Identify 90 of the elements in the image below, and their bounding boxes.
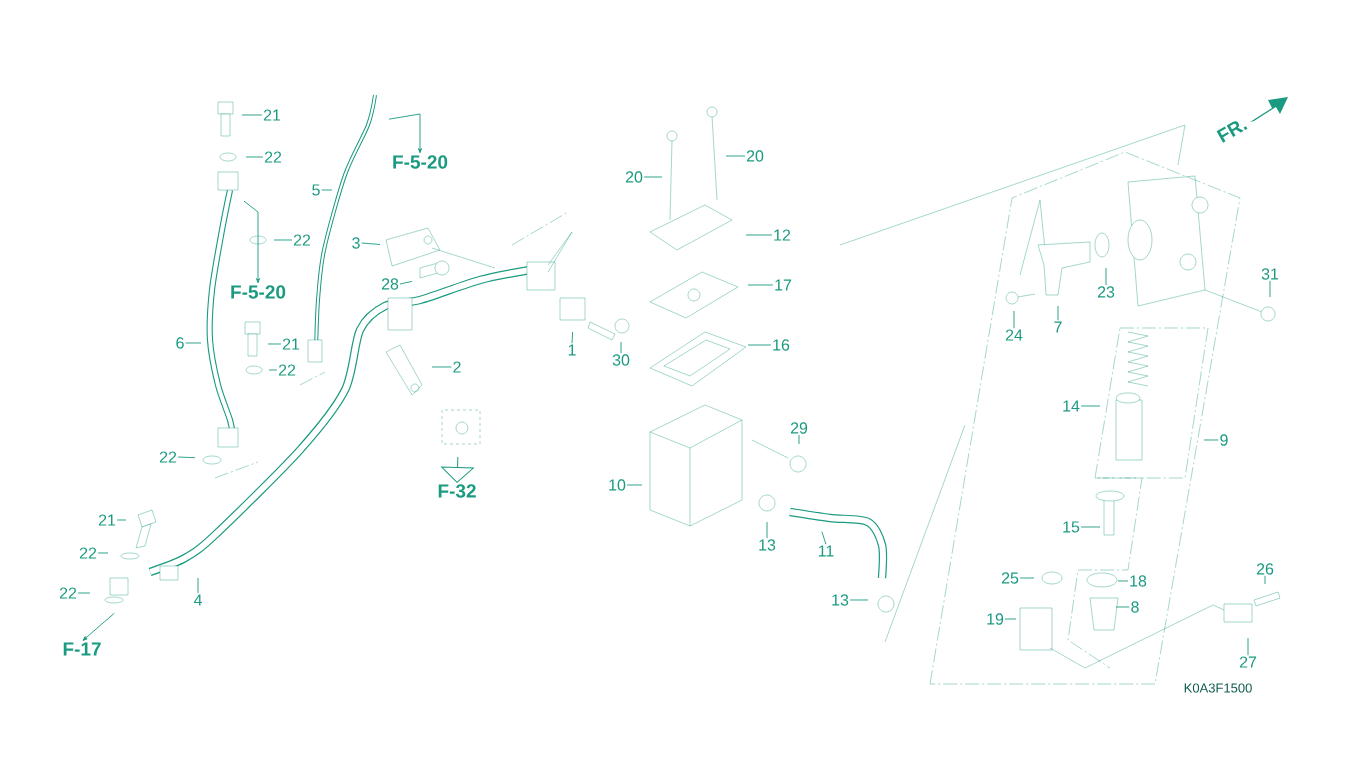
leader-line bbox=[821, 531, 827, 545]
callout-number: 12 bbox=[774, 229, 791, 241]
leader-line bbox=[798, 434, 800, 445]
leader-line bbox=[1004, 618, 1017, 620]
callout-number: 9 bbox=[1220, 434, 1228, 446]
callout-number: 22 bbox=[293, 234, 311, 246]
callout-number: 29 bbox=[790, 422, 808, 434]
leader-line bbox=[241, 114, 263, 116]
callout-number: 4 bbox=[193, 594, 202, 606]
leader-line bbox=[626, 484, 643, 486]
leader-line bbox=[245, 156, 264, 158]
leader-line bbox=[1080, 405, 1101, 407]
leader-line bbox=[1115, 606, 1130, 608]
callout-number: 23 bbox=[1097, 286, 1115, 298]
callout-number: 18 bbox=[1130, 575, 1147, 587]
callout-number: 15 bbox=[1063, 521, 1080, 533]
callout-number: 19 bbox=[987, 613, 1004, 625]
callout-number: 24 bbox=[1005, 329, 1023, 341]
callout-number: 1 bbox=[568, 344, 576, 356]
leader-line bbox=[361, 242, 381, 245]
leader-line bbox=[620, 341, 622, 354]
callout-number: 13 bbox=[832, 594, 849, 606]
leader-line bbox=[77, 592, 91, 594]
page-reference: F-5-20 bbox=[393, 155, 448, 169]
reference-arrow bbox=[82, 612, 115, 641]
leader-line bbox=[321, 189, 333, 191]
callout-number: 5 bbox=[312, 184, 320, 196]
callout-number: 22 bbox=[59, 587, 77, 599]
callout-number: 17 bbox=[775, 279, 792, 291]
page-reference: F-32 bbox=[438, 484, 476, 498]
leader-line bbox=[273, 239, 293, 241]
leader-line bbox=[1080, 526, 1101, 528]
leader-line bbox=[747, 284, 774, 286]
callout-number: 22 bbox=[159, 451, 177, 463]
leader-line bbox=[1203, 439, 1219, 441]
leader-line bbox=[431, 366, 452, 368]
leader-line bbox=[745, 234, 773, 236]
callout-number: 14 bbox=[1063, 400, 1080, 412]
leader-line bbox=[97, 552, 109, 554]
callout-number: 13 bbox=[759, 539, 776, 551]
callout-number: 6 bbox=[176, 337, 184, 349]
leader-line bbox=[177, 456, 196, 459]
callout-number: 22 bbox=[278, 364, 296, 376]
leader-line bbox=[116, 519, 127, 521]
callout-number: 16 bbox=[773, 339, 790, 351]
leader-line bbox=[766, 521, 768, 539]
callout-number: 21 bbox=[263, 109, 281, 121]
leader-line bbox=[1269, 280, 1271, 298]
reference-arrow bbox=[441, 456, 474, 483]
leader-line bbox=[1117, 580, 1129, 582]
leader-line bbox=[725, 155, 746, 157]
callout-number: 31 bbox=[1261, 268, 1279, 280]
callout-number: 10 bbox=[609, 479, 626, 491]
direction-label: FR. bbox=[1216, 121, 1248, 143]
callout-number: 21 bbox=[98, 514, 116, 526]
callout-number: 8 bbox=[1131, 601, 1139, 613]
leader-line bbox=[197, 577, 199, 594]
leader-line bbox=[399, 280, 413, 285]
callout-number: 25 bbox=[1001, 572, 1019, 584]
callout-number: 20 bbox=[625, 171, 643, 183]
callout-number: 22 bbox=[79, 547, 97, 559]
leader-line bbox=[1105, 267, 1107, 286]
leader-line bbox=[571, 331, 574, 344]
callout-number: 30 bbox=[612, 354, 630, 366]
reference-arrow bbox=[243, 200, 260, 284]
leader-line bbox=[185, 342, 202, 344]
callout-number: 20 bbox=[746, 150, 764, 162]
callout-number: 21 bbox=[282, 338, 300, 350]
callout-number: 11 bbox=[818, 545, 834, 557]
leader-line bbox=[267, 343, 282, 345]
leader-line bbox=[1057, 305, 1059, 321]
callout-number: 2 bbox=[453, 361, 461, 373]
diagram-code: K0A3F1500 bbox=[1184, 683, 1252, 693]
leader-line bbox=[1247, 637, 1249, 656]
leader-line bbox=[747, 344, 772, 346]
reference-arrow bbox=[388, 113, 422, 154]
leader-line bbox=[849, 599, 869, 601]
leader-line bbox=[1013, 310, 1015, 329]
callout-number: 26 bbox=[1256, 563, 1274, 575]
callout-number: 28 bbox=[381, 278, 399, 290]
leader-line bbox=[1264, 575, 1266, 585]
leader-line bbox=[643, 176, 663, 178]
callout-number: 22 bbox=[264, 151, 282, 163]
callout-number: 27 bbox=[1239, 656, 1257, 668]
page-reference: F-17 bbox=[63, 642, 101, 656]
leader-line bbox=[268, 369, 278, 371]
callout-number: 7 bbox=[1054, 321, 1062, 333]
callout-number: 3 bbox=[352, 237, 360, 249]
leader-line bbox=[1019, 577, 1035, 579]
page-reference: F-5-20 bbox=[231, 285, 286, 299]
